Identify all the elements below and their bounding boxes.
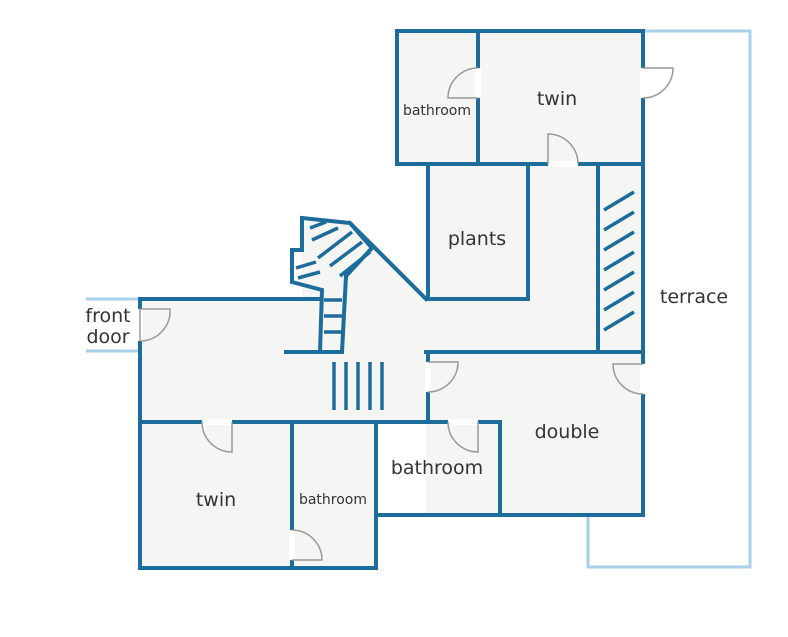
terrace-outline xyxy=(586,29,752,569)
room-label-double: double xyxy=(535,421,600,443)
room-label-bathroom-small: bathroom xyxy=(299,492,367,508)
front-door-label-line2: door xyxy=(86,326,129,348)
room-label-twin-bottom: twin xyxy=(196,489,236,511)
room-label-bathroom-mid: bathroom xyxy=(391,457,483,479)
stair-treads xyxy=(295,190,635,410)
room-label-terrace: terrace xyxy=(660,286,728,308)
room-label-bathroom-top: bathroom xyxy=(403,103,471,119)
floor-fill xyxy=(140,31,643,568)
room-label-twin-top: twin xyxy=(537,88,577,110)
doors xyxy=(137,67,674,561)
room-label-plants: plants xyxy=(448,228,506,250)
walls xyxy=(138,29,645,570)
front-door-label-line1: front xyxy=(85,305,130,327)
